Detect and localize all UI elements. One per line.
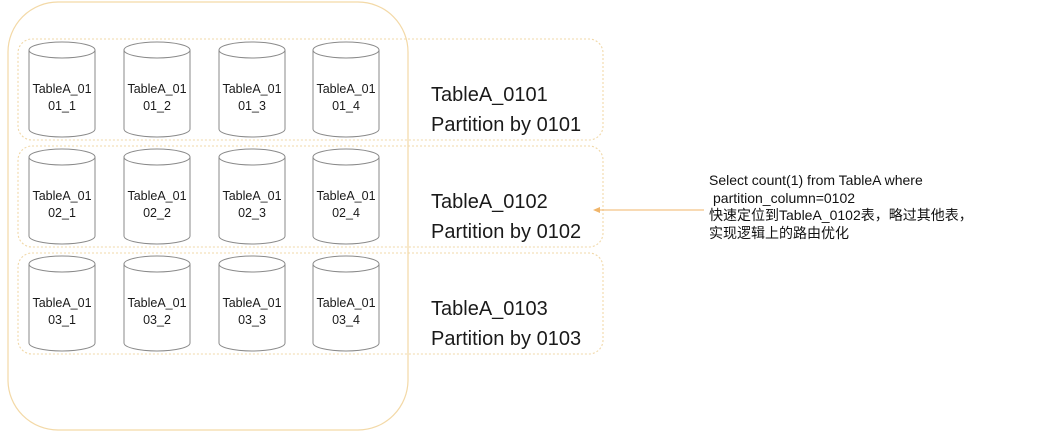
cylinder-label-line2: 01_4 [332,99,360,113]
outer-container [7,1,409,431]
table-cylinder: TableA_01 02_4 [312,148,380,245]
cylinder-label-line1: TableA_01 [316,189,375,203]
cylinder-label-line1: TableA_01 [32,82,91,96]
partition-group-border [17,38,604,141]
partition-title: TableA_0101 [431,84,548,106]
cylinder-label-line1: TableA_01 [222,189,281,203]
note-line-result: 实现逻辑上的路由优化 [709,224,849,241]
table-cylinder: TableA_01 02_2 [123,148,191,245]
cylinder-label-line1: TableA_01 [316,296,375,310]
table-cylinder: TableA_01 01_1 [28,41,96,138]
cylinder-label-line1: TableA_01 [127,189,186,203]
table-cylinder: TableA_01 03_1 [28,255,96,352]
cylinder-label-line1: TableA_01 [222,296,281,310]
cylinder-label-line2: 02_2 [143,206,171,220]
partition-title: TableA_0103 [431,298,548,320]
cylinder-label-line2: 01_3 [238,99,266,113]
cylinder-label-line1: TableA_01 [222,82,281,96]
partition-subtitle: Partition by 0102 [431,221,581,243]
cylinder-label-line2: 02_3 [238,206,266,220]
cylinder-label-line2: 01_1 [48,99,76,113]
partition-title: TableA_0102 [431,191,548,213]
routing-arrow [593,207,704,213]
routing-note: Select count(1) from TableA where partit… [709,172,1049,242]
note-line-condition: partition_column=0102 [713,189,856,206]
cylinder-label-line1: TableA_01 [127,82,186,96]
partition-group-1: TableA_0101_1TableA_0101_2TableA_0101_3T… [17,38,604,141]
cylinder-label-line1: TableA_01 [316,82,375,96]
cylinder-label-line2: 03_2 [143,313,171,327]
note-line-explanation: 快速定位到TableA_0102表，略过其他表， [709,207,973,223]
cylinder-label-line2: 03_1 [48,313,76,327]
table-cylinder: TableA_01 01_2 [123,41,191,138]
table-cylinder: TableA_01 01_4 [312,41,380,138]
cylinder-label-line2: 03_3 [238,313,266,327]
partition-group-3: TableA_0103_1TableA_0103_2TableA_0103_3T… [17,252,604,355]
cylinder-label-line2: 03_4 [332,313,360,327]
table-cylinder: TableA_01 03_4 [312,255,380,352]
partition-subtitle: Partition by 0101 [431,114,581,136]
cylinder-label-line2: 02_1 [48,206,76,220]
cylinder-label-line1: TableA_01 [32,189,91,203]
partition-group-border [17,145,604,248]
partition-group-2: TableA_0102_1TableA_0102_2TableA_0102_3T… [17,145,604,248]
cylinder-label-line1: TableA_01 [32,296,91,310]
table-cylinder: TableA_01 03_3 [218,255,286,352]
table-cylinder: TableA_01 03_2 [123,255,191,352]
partition-subtitle: Partition by 0103 [431,328,581,350]
note-line-sql: Select count(1) from TableA where [709,172,923,188]
partition-group-border [17,252,604,355]
partition-groups: TableA_0101_1TableA_0101_2TableA_0101_3T… [17,38,604,355]
cylinder-label-line2: 02_4 [332,206,360,220]
cylinder-label-line2: 01_2 [143,99,171,113]
cylinder-label-line1: TableA_01 [127,296,186,310]
table-cylinder: TableA_01 02_3 [218,148,286,245]
table-cylinder: TableA_01 02_1 [28,148,96,245]
table-cylinder: TableA_01 01_3 [218,41,286,138]
